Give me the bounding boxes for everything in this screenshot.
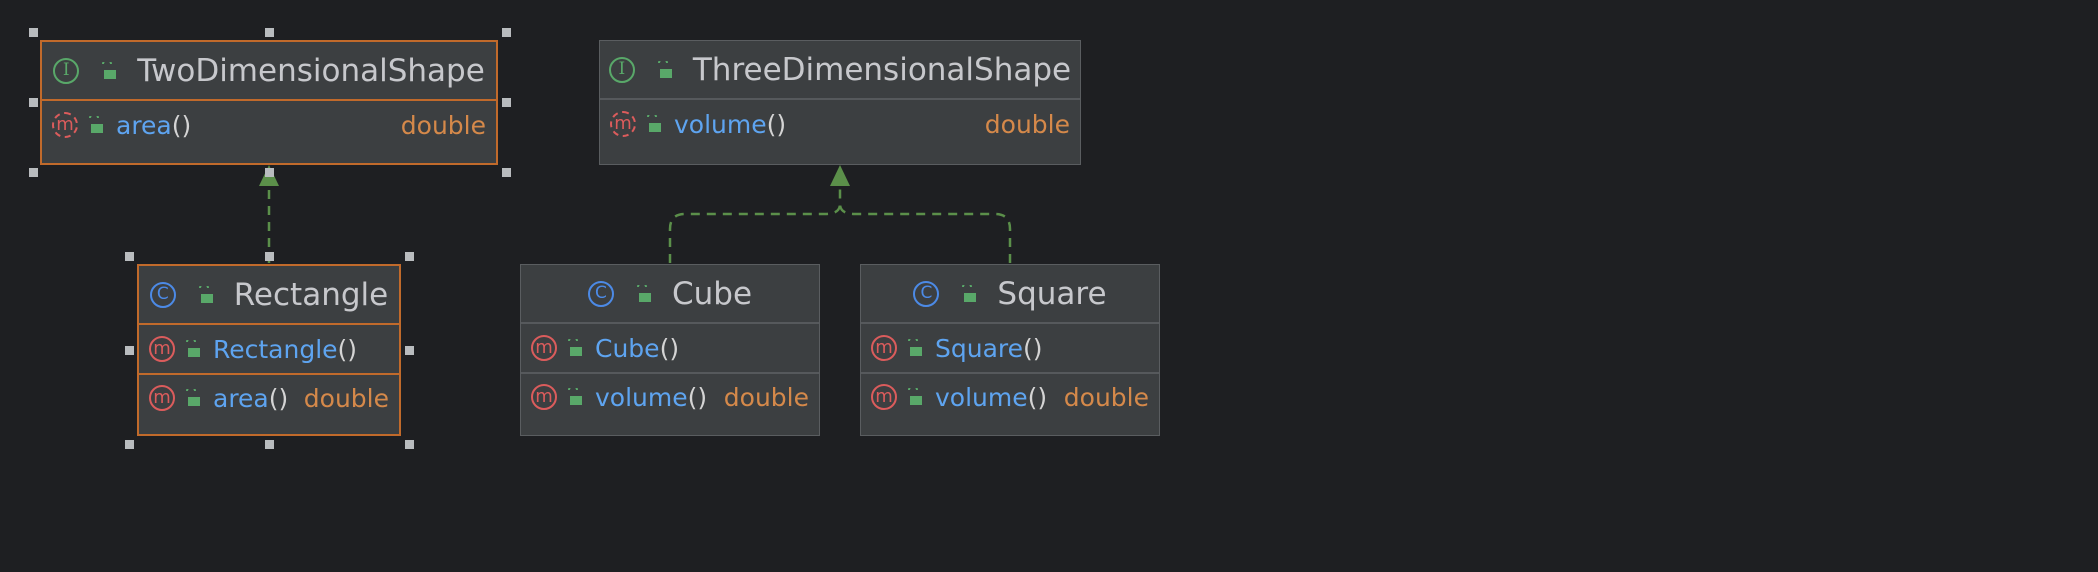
method-icon: m [531, 335, 557, 361]
node-threedimensionalshape[interactable]: I ThreeDimensionalShape m volume () doub… [599, 40, 1081, 165]
constructor-name: Square [935, 333, 1024, 363]
selection-handle[interactable] [502, 28, 511, 37]
member-row[interactable]: m volume () double [600, 100, 1080, 148]
selection-handle[interactable] [502, 168, 511, 177]
method-params: () [337, 334, 358, 364]
method-icon: m [871, 335, 897, 361]
member-row[interactable]: m Rectangle () [139, 325, 399, 373]
node-cube[interactable]: C Cube m Cube () m volume () double [520, 264, 820, 436]
edge-arrowhead-threedimensionalshape [830, 165, 850, 186]
method-icon: m [149, 385, 175, 411]
method-icon: m [610, 111, 636, 137]
public-lock-icon [89, 116, 103, 133]
selection-handle[interactable] [502, 98, 511, 107]
class-icon: C [587, 280, 614, 307]
class-icon: C [913, 280, 940, 307]
member-row[interactable]: m Square () [861, 324, 1159, 372]
node-title: Rectangle [233, 276, 389, 313]
return-type: double [723, 382, 809, 412]
selection-handle[interactable] [125, 440, 134, 449]
method-params: () [766, 109, 787, 139]
edge-square-implements-threedimensionalshape[interactable] [838, 203, 1012, 263]
method-name: area [116, 110, 172, 140]
method-name: volume [595, 382, 688, 412]
member-row[interactable]: m volume () double [861, 372, 1159, 420]
node-header: C Cube [521, 265, 819, 324]
edge-cube-implements-threedimensionalshape[interactable] [668, 184, 842, 263]
method-params: () [1027, 382, 1048, 412]
public-lock-icon [568, 388, 582, 405]
public-lock-icon [962, 284, 977, 302]
method-icon: m [52, 112, 78, 138]
node-header: C Square [861, 265, 1159, 324]
method-params: () [268, 383, 289, 413]
selection-handle[interactable] [29, 168, 38, 177]
public-lock-icon [908, 339, 922, 356]
selection-handle[interactable] [29, 28, 38, 37]
public-lock-icon [657, 60, 672, 78]
public-lock-icon [186, 340, 200, 357]
public-lock-icon [102, 61, 117, 79]
return-type: double [1063, 382, 1149, 412]
selection-handle[interactable] [125, 252, 134, 261]
node-title: Square [997, 275, 1107, 312]
public-lock-icon [636, 284, 651, 302]
node-title: ThreeDimensionalShape [692, 51, 1072, 88]
interface-icon: I [608, 56, 635, 83]
selection-handle[interactable] [265, 28, 274, 37]
method-icon: m [871, 384, 897, 410]
method-params: () [1023, 333, 1043, 363]
node-square[interactable]: C Square m Square () m volume () double [860, 264, 1160, 436]
return-type: double [984, 109, 1070, 139]
node-header: I TwoDimensionalShape [42, 42, 496, 101]
method-name: area [213, 383, 269, 413]
selection-handle[interactable] [265, 168, 274, 177]
public-lock-icon [198, 285, 213, 303]
selection-handle[interactable] [29, 98, 38, 107]
selection-handle[interactable] [125, 346, 134, 355]
method-params: () [687, 382, 708, 412]
constructor-name: Rectangle [213, 334, 338, 364]
interface-icon: I [53, 57, 80, 84]
method-name: volume [935, 382, 1028, 412]
method-icon: m [149, 336, 175, 362]
selection-handle[interactable] [265, 440, 274, 449]
return-type: double [303, 383, 389, 413]
return-type: double [400, 110, 486, 140]
node-header: I ThreeDimensionalShape [600, 41, 1080, 100]
node-twodimensionalshape[interactable]: I TwoDimensionalShape m area () double [40, 40, 498, 165]
member-row[interactable]: m area () double [42, 101, 496, 149]
public-lock-icon [647, 115, 661, 132]
method-params: () [659, 333, 680, 363]
selection-handle[interactable] [405, 440, 414, 449]
method-params: () [171, 110, 192, 140]
node-rectangle[interactable]: C Rectangle m Rectangle () m area () dou… [137, 264, 401, 436]
public-lock-icon [186, 389, 200, 406]
node-header: C Rectangle [139, 266, 399, 325]
method-name: volume [674, 109, 767, 139]
member-row[interactable]: m volume () double [521, 372, 819, 420]
public-lock-icon [568, 339, 582, 356]
node-title: Cube [671, 275, 753, 312]
selection-handle[interactable] [405, 346, 414, 355]
method-icon: m [531, 384, 557, 410]
node-title: TwoDimensionalShape [137, 52, 485, 89]
selection-handle[interactable] [265, 252, 274, 261]
constructor-name: Cube [595, 333, 660, 363]
selection-handle[interactable] [405, 252, 414, 261]
class-icon: C [149, 281, 176, 308]
public-lock-icon [908, 388, 922, 405]
member-row[interactable]: m Cube () [521, 324, 819, 372]
member-row[interactable]: m area () double [139, 373, 399, 421]
